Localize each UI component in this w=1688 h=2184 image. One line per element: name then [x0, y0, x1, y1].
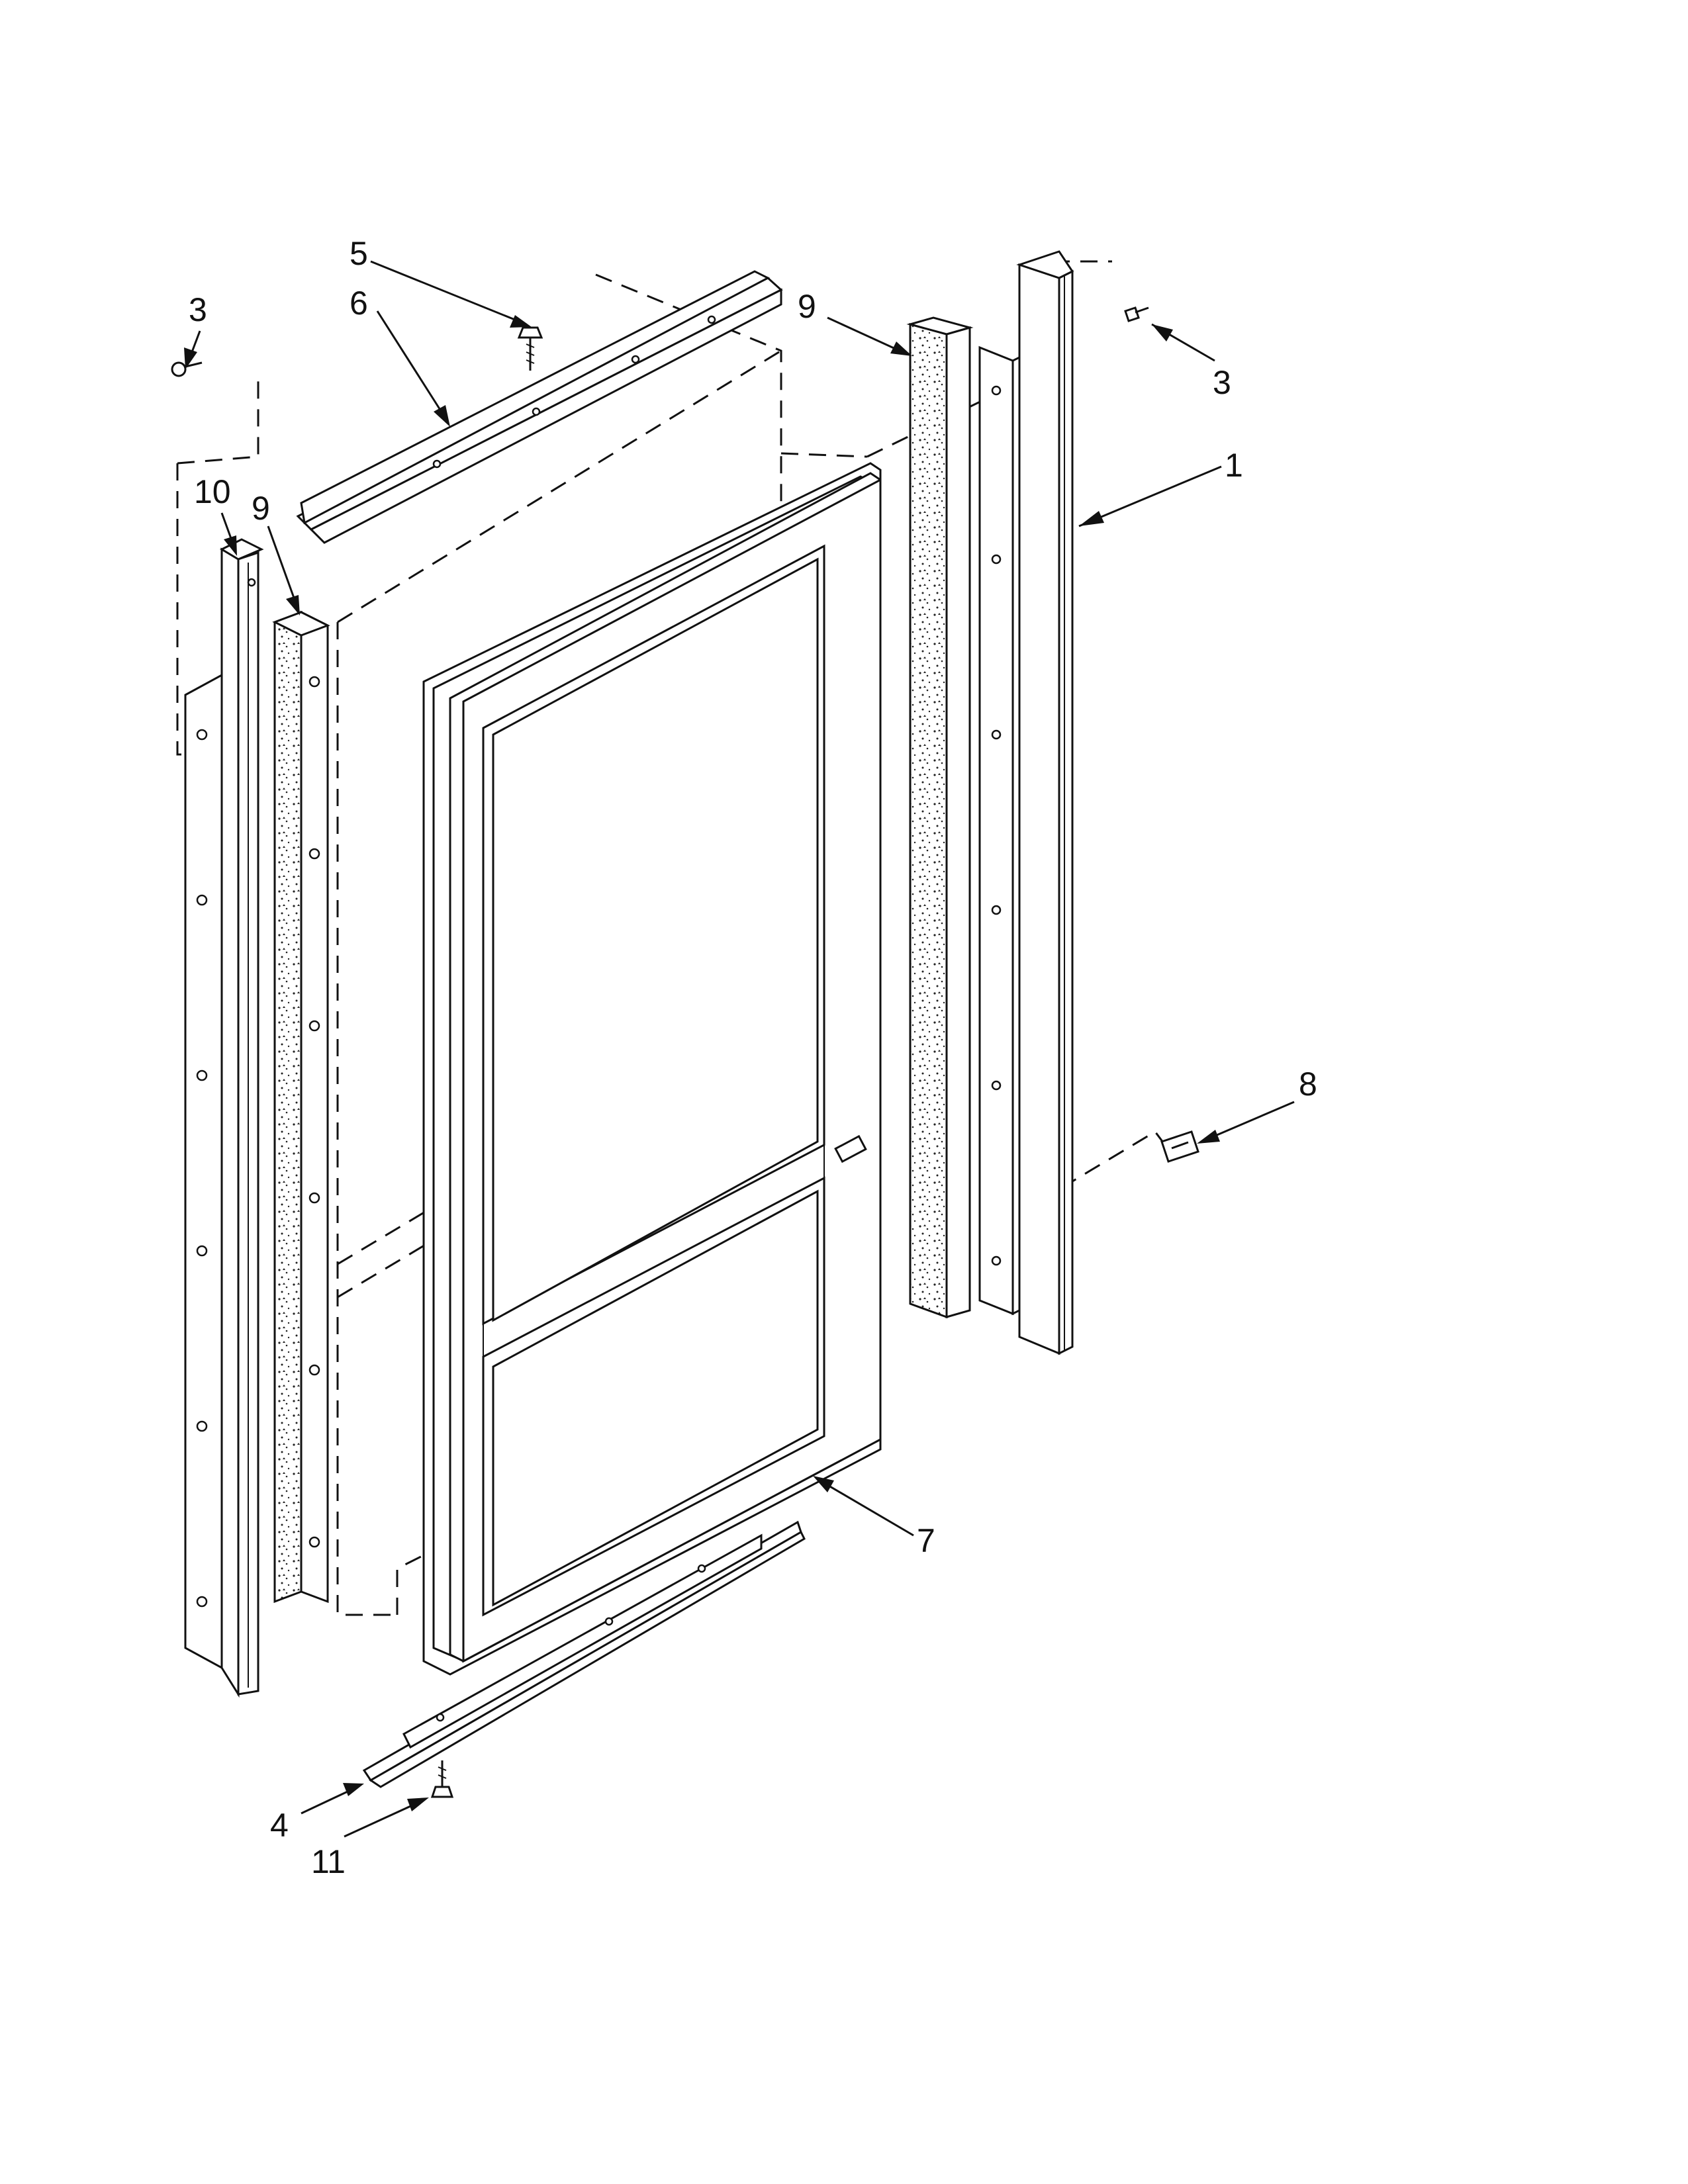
top-bracket: [296, 270, 783, 544]
left-outer-rail: [184, 538, 264, 1698]
right-foam-strip: [906, 316, 995, 1319]
screw-bottom: [430, 1760, 454, 1798]
callout-4: 4: [270, 1807, 289, 1844]
screw-right: [1124, 306, 1149, 322]
callout-8: 8: [1299, 1066, 1317, 1103]
callout-1: 1: [1225, 447, 1243, 484]
callout-7: 7: [917, 1522, 935, 1559]
callout-labels: 1 3 3 4 5 6 7 8 9 9 10 11: [189, 235, 1317, 1880]
right-outer-rail: [1016, 250, 1074, 1355]
callout-5: 5: [350, 235, 368, 272]
callout-3-right: 3: [1213, 364, 1231, 401]
callout-11: 11: [311, 1843, 346, 1880]
callout-9-right: 9: [798, 288, 816, 325]
leader-lines: [184, 260, 1295, 1838]
screw-top: [517, 326, 543, 371]
door-frame: [422, 462, 882, 1676]
right-inner-rail: [978, 345, 1021, 1316]
callout-6: 6: [350, 285, 368, 322]
clip-part: [1160, 1130, 1199, 1163]
left-foam-strip: [272, 610, 330, 1604]
callout-9-left: 9: [252, 490, 270, 527]
bottom-bracket: [362, 1520, 806, 1788]
callout-10: 10: [194, 473, 231, 510]
callout-3-left: 3: [189, 291, 207, 328]
